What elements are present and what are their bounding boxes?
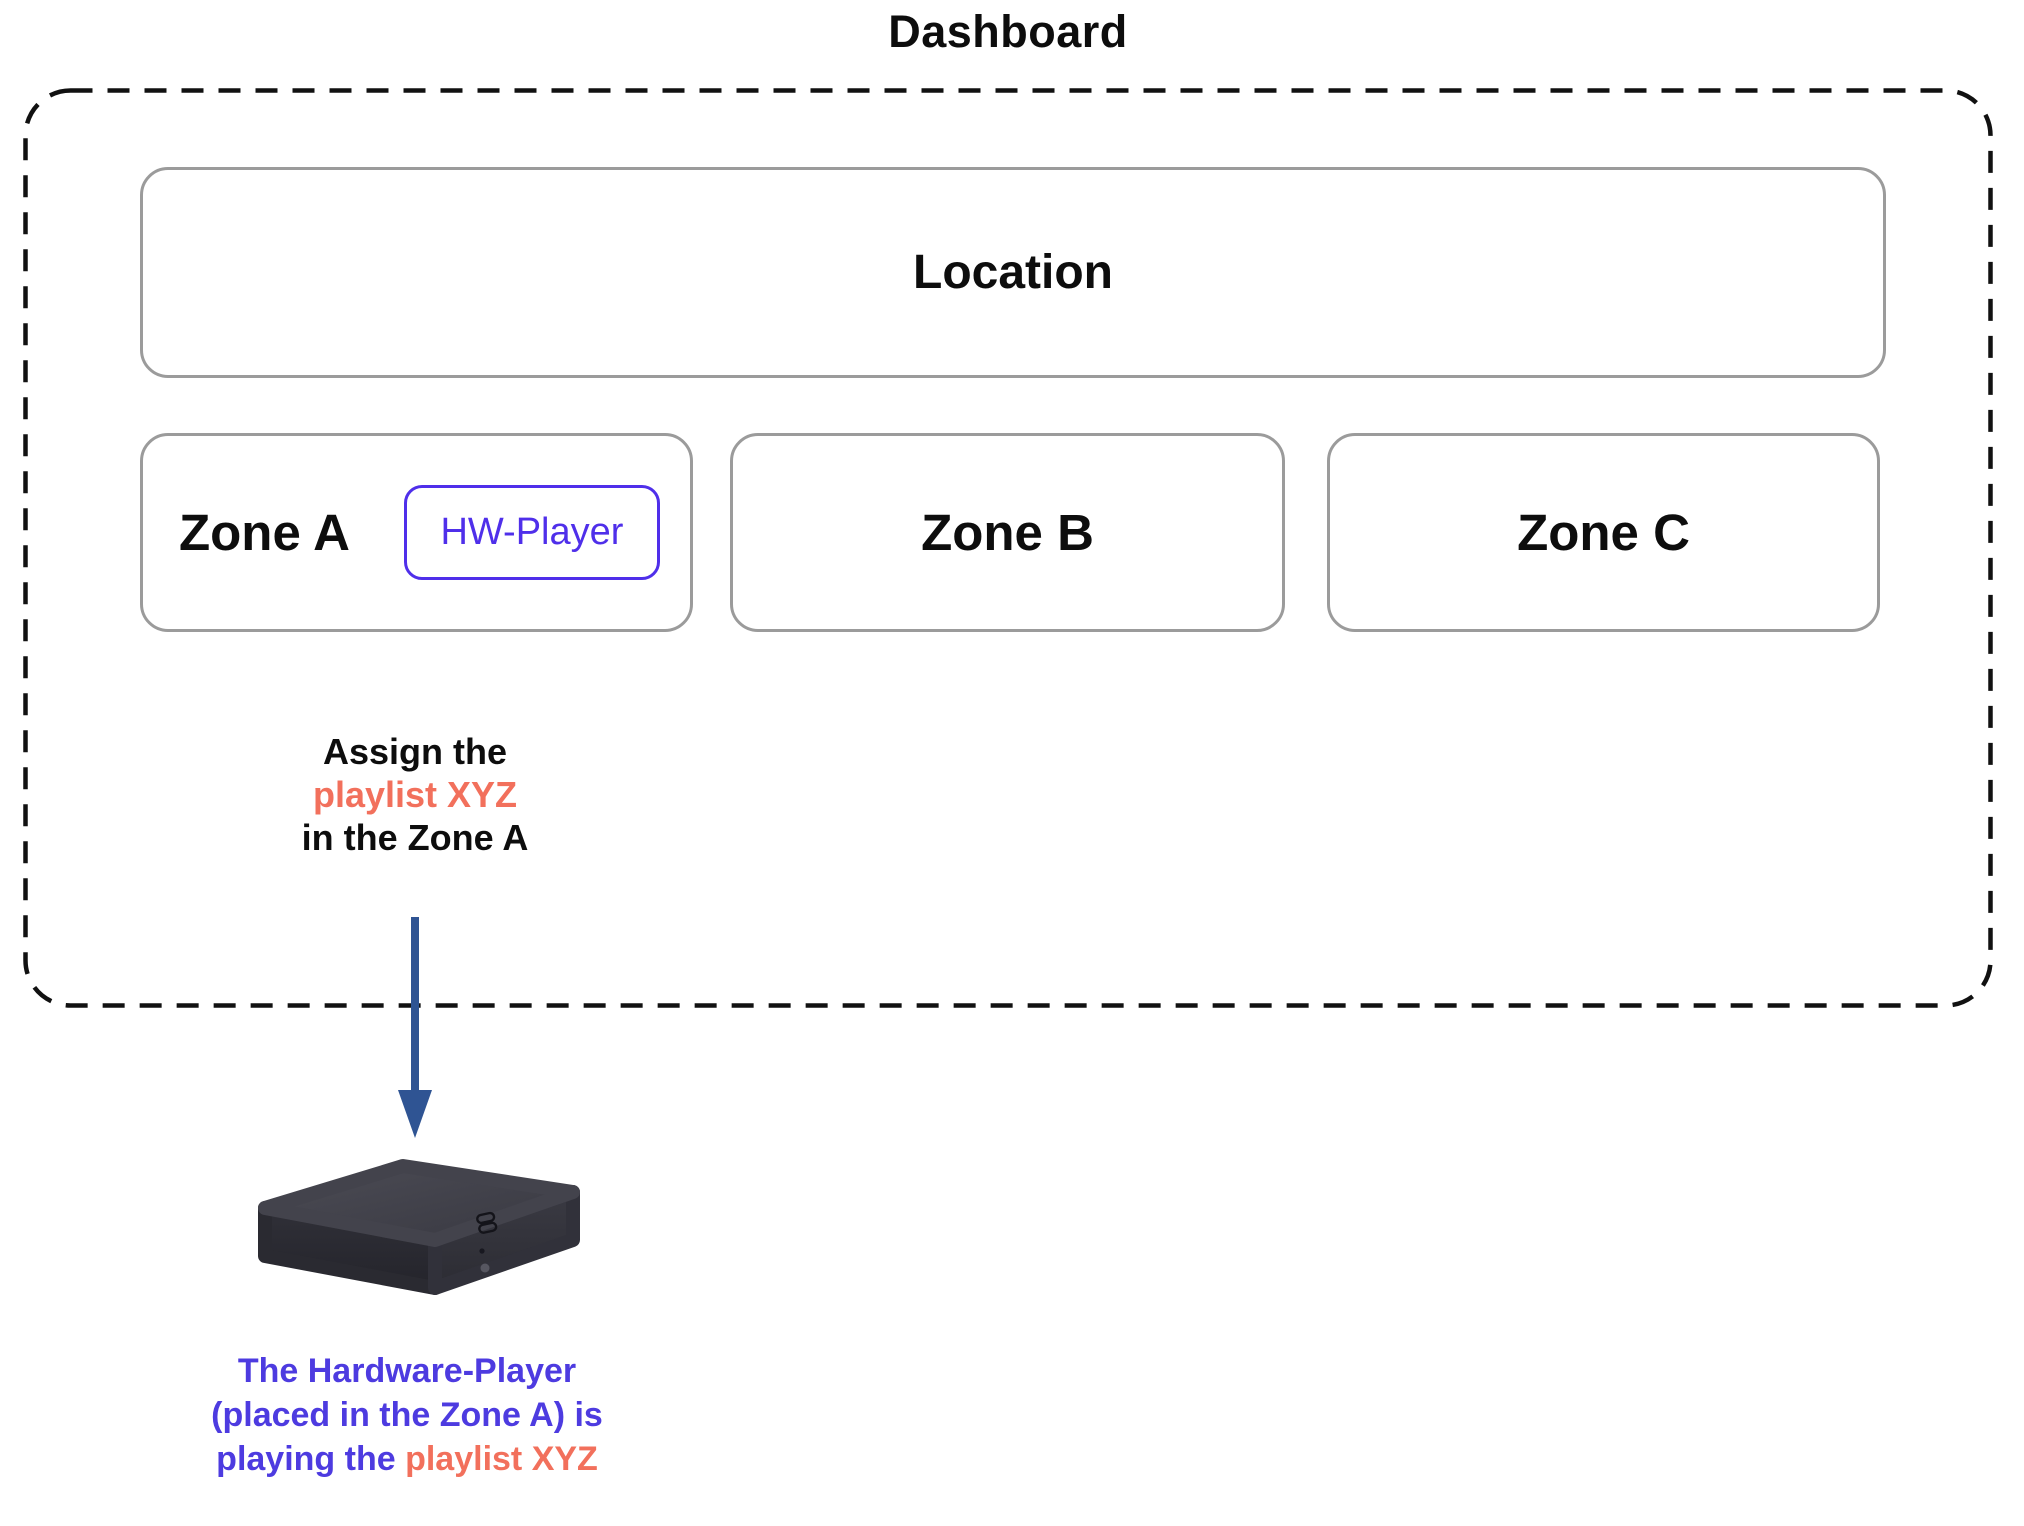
device-top-face — [258, 1159, 580, 1247]
device-caption-line2: (placed in the Zone A) is — [211, 1396, 603, 1434]
device-caption-line3-highlight: playlist XYZ — [405, 1440, 598, 1478]
zone-a-box: Zone A HW-Player — [140, 433, 693, 632]
assign-note: Assign the playlist XYZ in the Zone A — [215, 730, 615, 859]
device-caption: The Hardware-Player (placed in the Zone … — [157, 1349, 657, 1481]
device-led-dot — [480, 1263, 490, 1273]
zone-c-box: Zone C — [1327, 433, 1880, 632]
device-caption-line3-prefix: playing the — [216, 1440, 406, 1478]
assign-note-highlight: playlist XYZ — [312, 774, 518, 815]
down-arrow-shaft — [411, 917, 419, 1092]
down-arrow-head-icon — [398, 1090, 432, 1138]
zone-a-label: Zone A — [179, 504, 350, 561]
hw-player-label: HW-Player — [440, 511, 624, 553]
device-logo-icon — [476, 1211, 498, 1234]
zone-c-label: Zone C — [1517, 504, 1690, 561]
zone-b-box: Zone B — [730, 433, 1285, 632]
hardware-player-device-photo — [258, 1159, 580, 1295]
zone-b-label: Zone B — [921, 504, 1094, 561]
device-caption-line1: The Hardware-Player — [237, 1352, 577, 1390]
hw-player-badge: HW-Player — [403, 485, 660, 580]
dashed-border — [23, 88, 1993, 1008]
assign-note-line1: Assign the — [322, 731, 508, 772]
page-title: Dashboard — [888, 6, 1128, 57]
location-label: Location — [913, 246, 1113, 299]
dashboard-dashed-frame — [23, 88, 1993, 1008]
assign-note-line3: in the Zone A — [301, 817, 529, 858]
device-ir-dot — [479, 1248, 485, 1254]
location-box: Location — [140, 167, 1886, 378]
